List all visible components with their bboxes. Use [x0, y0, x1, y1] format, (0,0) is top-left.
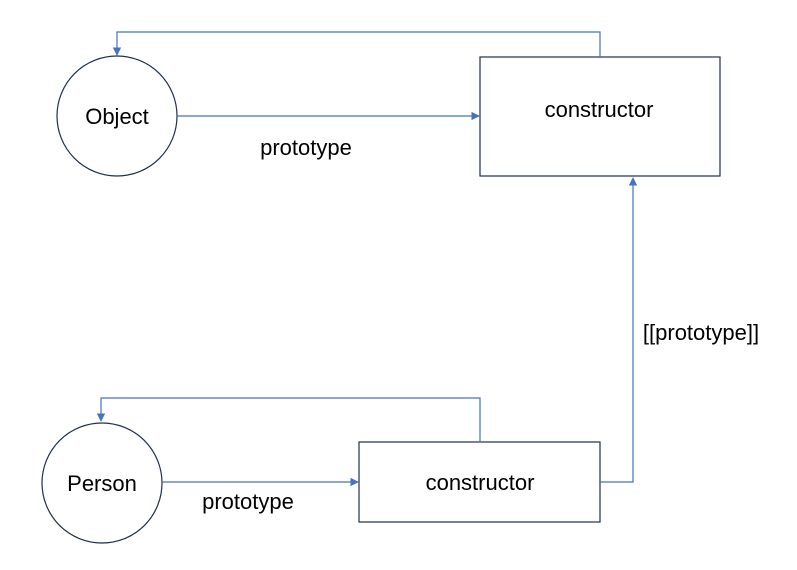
- person-node-label: Person: [67, 471, 137, 496]
- person-prototype-label: prototype: [202, 489, 294, 514]
- object-constructor-back-arrow: [112, 31, 601, 57]
- object-prototype-label: prototype: [260, 135, 352, 160]
- object-constructor-box: [479, 56, 721, 177]
- object-node-label: Object: [85, 104, 149, 129]
- proto-link-label: [[prototype]]: [643, 320, 759, 345]
- person-node: [41, 422, 163, 544]
- person-constructor-back-arrow: [96, 397, 481, 442]
- person-constructor-box: [358, 441, 601, 523]
- person-constructor-label: constructor: [426, 470, 535, 495]
- proto-link-arrow: [600, 177, 638, 483]
- object-constructor-label: constructor: [545, 97, 654, 122]
